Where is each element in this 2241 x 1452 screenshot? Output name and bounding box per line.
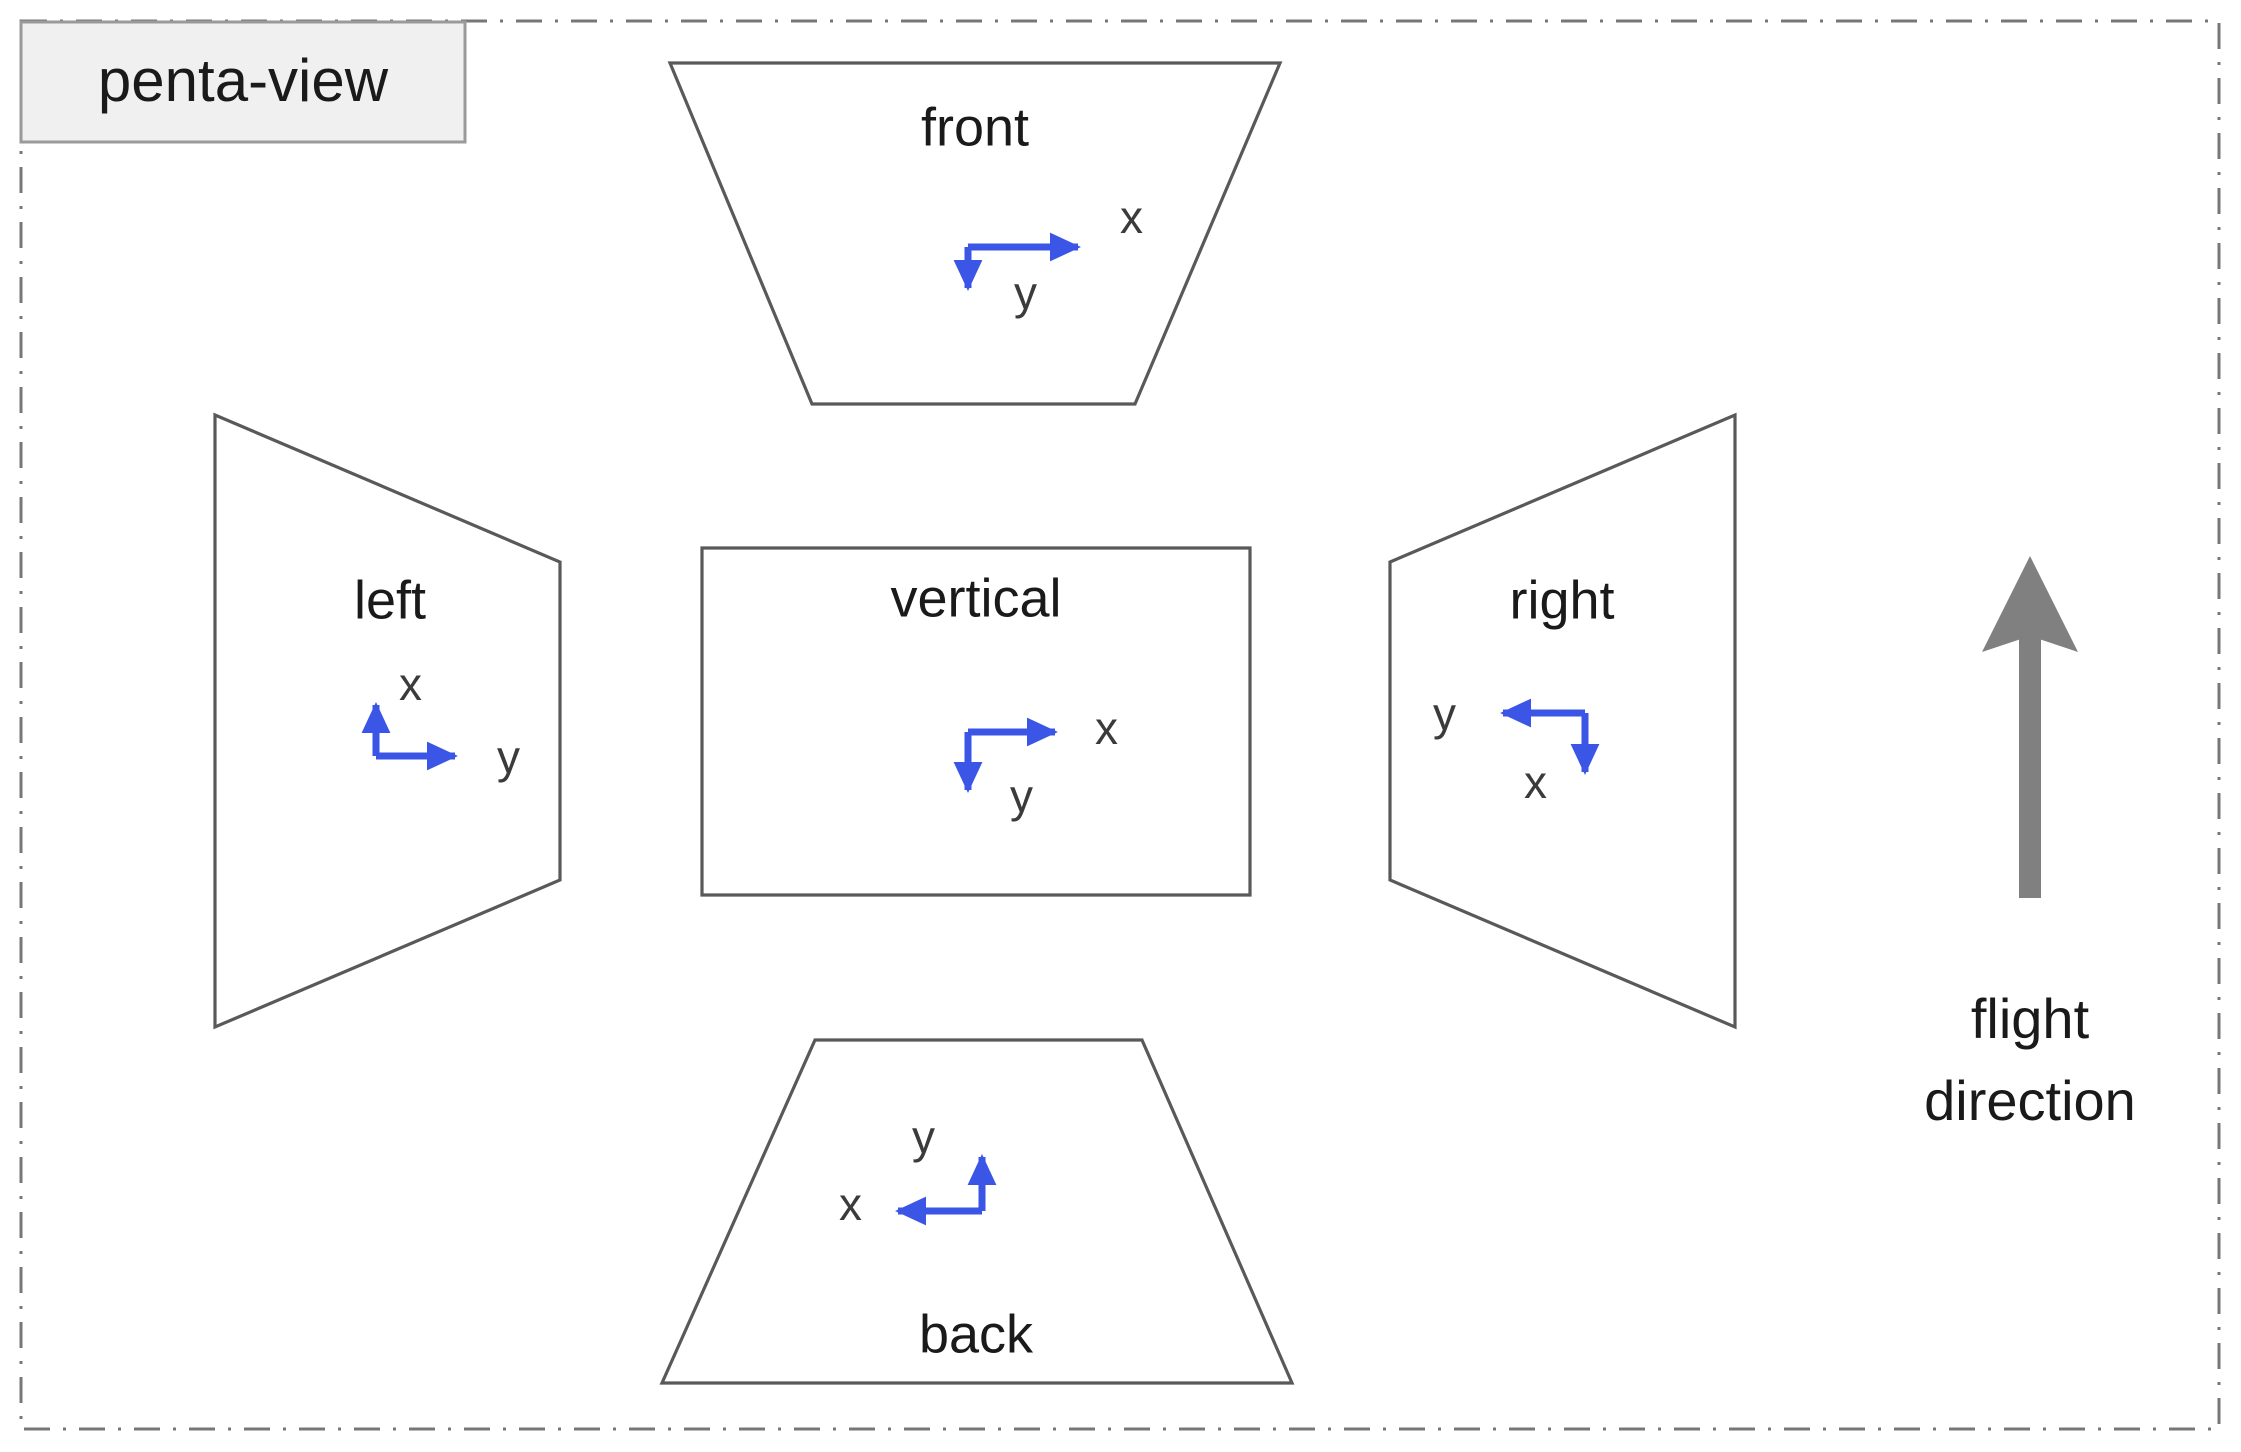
back-x-axis-label: x bbox=[839, 1178, 862, 1230]
front-x-axis-label: x bbox=[1120, 191, 1143, 243]
vertical-shape bbox=[700, 546, 1252, 897]
back-y-axis-label: y bbox=[912, 1111, 935, 1163]
vertical-axis-gizmo: x y bbox=[953, 702, 1118, 822]
flight-direction-arrow-head bbox=[1982, 556, 2078, 652]
front-y-axis-label: y bbox=[1014, 267, 1037, 319]
panel-right[interactable]: right y x bbox=[1388, 412, 1737, 1030]
left-axis-gizmo: x y bbox=[361, 658, 520, 783]
flight-direction-label-line1: flight bbox=[1971, 987, 2090, 1050]
back-label: back bbox=[919, 1304, 1034, 1364]
right-axis-gizmo: y x bbox=[1433, 688, 1600, 808]
panel-back[interactable]: back y x bbox=[659, 1038, 1295, 1385]
left-shape bbox=[213, 412, 562, 1030]
front-label: front bbox=[921, 97, 1029, 157]
page-title: penta-view bbox=[98, 47, 389, 114]
panel-left[interactable]: left x y bbox=[213, 412, 562, 1030]
flight-direction-indicator: flight direction bbox=[1924, 556, 2136, 1132]
title-box: penta-view bbox=[19, 20, 467, 144]
left-label: left bbox=[354, 570, 426, 630]
title-box-background bbox=[19, 20, 467, 144]
vertical-y-axis-label: y bbox=[1010, 770, 1033, 822]
right-label: right bbox=[1509, 570, 1614, 630]
flight-direction-label-line2: direction bbox=[1924, 1069, 2136, 1132]
front-shape bbox=[667, 61, 1283, 406]
left-y-axis-label: y bbox=[497, 731, 520, 783]
vertical-x-axis-label: x bbox=[1095, 702, 1118, 754]
right-x-axis-label: x bbox=[1524, 756, 1547, 808]
front-axis-gizmo: x y bbox=[953, 191, 1143, 319]
outer-frame bbox=[19, 19, 2221, 1431]
panel-vertical[interactable]: vertical x y bbox=[700, 546, 1252, 897]
right-shape bbox=[1388, 412, 1737, 1030]
right-y-axis-label: y bbox=[1433, 688, 1456, 740]
panel-front[interactable]: front x y bbox=[667, 61, 1283, 406]
left-x-axis-label: x bbox=[399, 658, 422, 710]
back-axis-gizmo: y x bbox=[839, 1111, 997, 1230]
vertical-label: vertical bbox=[890, 568, 1061, 628]
